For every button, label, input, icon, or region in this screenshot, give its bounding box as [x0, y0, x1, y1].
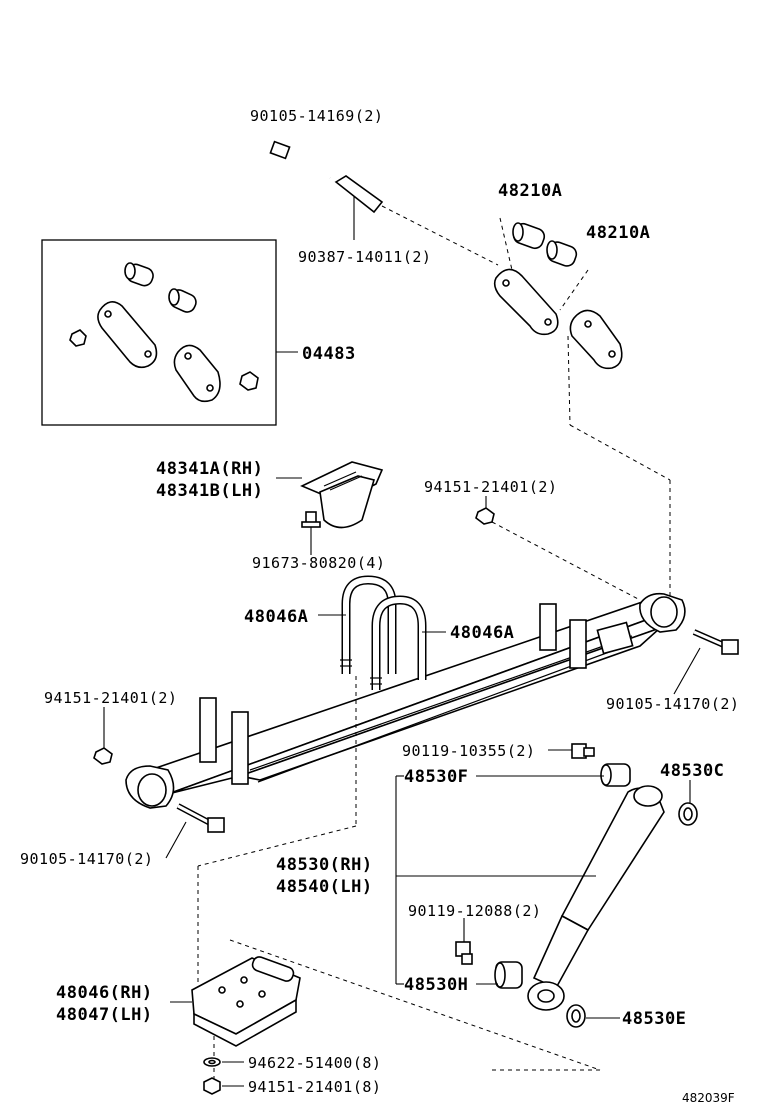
spring-seat-icon — [191, 956, 301, 1047]
bushing-icon — [600, 763, 631, 787]
shock-absorber-icon — [527, 785, 665, 1011]
label-48046a-left: 48046A — [244, 607, 308, 627]
bolt-icon — [455, 941, 473, 965]
nut-icon — [93, 747, 113, 765]
bushing-icon — [546, 240, 578, 267]
label-48530c: 48530C — [660, 761, 724, 781]
nut-icon — [203, 1077, 221, 1095]
label-90119-10355: 90119-10355(2) — [402, 742, 535, 760]
label-48210a-top: 48210A — [498, 181, 562, 201]
washer-icon — [203, 1057, 221, 1067]
nut-icon — [69, 329, 87, 347]
bolt-icon — [571, 743, 595, 759]
shackle-icon — [97, 301, 158, 369]
label-48047: 48047(LH) — [56, 1005, 153, 1025]
bolt-icon — [301, 511, 321, 555]
kit-box — [41, 239, 277, 426]
shackle-icon — [569, 309, 623, 370]
label-94151-21401-left: 94151-21401(2) — [44, 689, 177, 707]
label-48530f: 48530F — [404, 767, 468, 787]
label-94151-21401-top: 94151-21401(2) — [424, 478, 557, 496]
label-48530e: 48530E — [622, 1009, 686, 1029]
label-94622-51400: 94622-51400(8) — [248, 1054, 381, 1072]
label-04483: 04483 — [302, 344, 356, 364]
u-bolt-icon — [370, 595, 427, 690]
leaf-spring-icon — [125, 592, 686, 809]
label-48046: 48046(RH) — [56, 983, 153, 1003]
label-48530h: 48530H — [404, 975, 468, 995]
bushing-icon — [124, 262, 154, 287]
washer-icon — [566, 1004, 586, 1028]
u-bolt-icon — [340, 575, 397, 674]
label-90105-14169: 90105-14169(2) — [250, 107, 383, 125]
figure-id: 482039F — [682, 1091, 735, 1105]
label-91673-80820: 91673-80820(4) — [252, 554, 385, 572]
label-94151-21401-bottom: 94151-21401(8) — [248, 1078, 381, 1096]
bolt-icon — [269, 140, 331, 180]
label-90105-14170-left: 90105-14170(2) — [20, 850, 153, 868]
label-48540: 48540(LH) — [276, 877, 373, 897]
pin-icon — [334, 175, 384, 214]
label-90119-12088: 90119-12088(2) — [408, 902, 541, 920]
label-48046a-right: 48046A — [450, 623, 514, 643]
bushing-icon — [512, 222, 546, 250]
shackle-icon — [173, 344, 221, 403]
bumper-stopper-icon — [300, 461, 384, 529]
bolt-icon — [176, 803, 225, 833]
washer-icon — [678, 802, 698, 826]
bolt-icon — [692, 629, 739, 655]
label-48210a-right: 48210A — [586, 223, 650, 243]
label-90387-14011: 90387-14011(2) — [298, 248, 431, 266]
shackle-icon — [493, 268, 559, 336]
label-48341a: 48341A(RH) — [156, 459, 263, 479]
label-48341b: 48341B(LH) — [156, 481, 263, 501]
nut-icon — [475, 507, 495, 525]
nut-icon — [239, 371, 259, 391]
bushing-icon — [168, 288, 197, 313]
bushing-icon — [494, 961, 523, 989]
label-90105-14170-right: 90105-14170(2) — [606, 695, 739, 713]
label-48530: 48530(RH) — [276, 855, 373, 875]
